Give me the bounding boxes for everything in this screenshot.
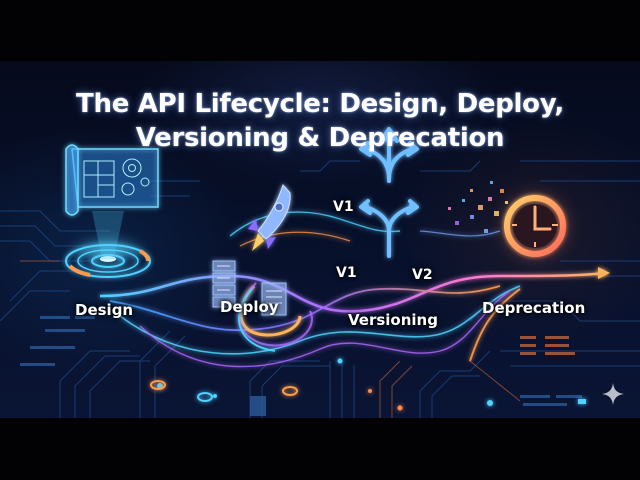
circuit-background [0,127,640,418]
letterbox-bottom [0,418,640,480]
deprecation-illustration [448,181,571,262]
title-line-1: The API Lifecycle: Design, Deploy, [76,89,564,119]
version-label-lower-v1: V1 [336,265,357,281]
sparkle-icon [602,383,624,405]
deploy-illustration [212,183,313,352]
stage-label-deploy: Deploy [220,298,279,316]
title-line-2: Versioning & Deprecation [135,123,505,153]
version-label-lower-v2: V2 [412,267,433,283]
design-illustration [65,144,159,278]
versioning-illustration [359,127,419,258]
stage-label-design: Design [75,301,134,319]
stage-label-versioning: Versioning [348,311,438,329]
version-label-upper-v1: V1 [333,199,354,215]
stage-label-deprecation: Deprecation [482,299,586,317]
lifecycle-illustration: The API Lifecycle: Design, Deploy, Versi… [0,61,640,418]
letterbox-top [0,0,640,61]
